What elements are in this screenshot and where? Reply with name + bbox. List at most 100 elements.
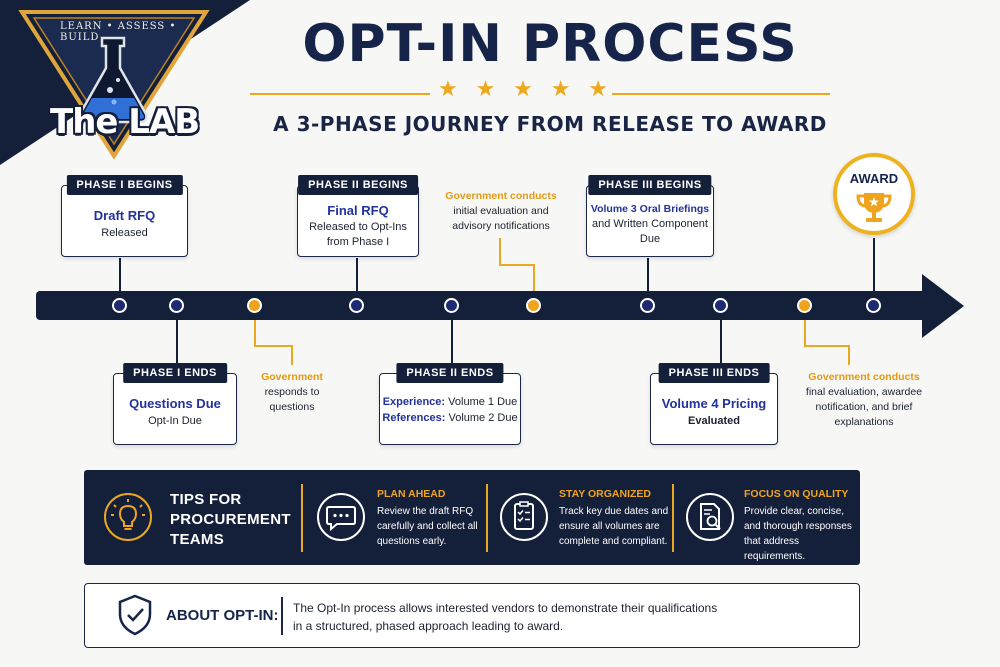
card-phase2-begins: PHASE II BEGINS Final RFQ Released to Op… — [297, 175, 419, 257]
about-divider — [281, 597, 283, 635]
card-phase3-begins: PHASE III BEGINS Volume 3 Oral Briefings… — [586, 175, 714, 257]
card-sub-text: Released — [101, 227, 148, 239]
tips-title-line: TIPS FOR — [170, 491, 242, 508]
page-subtitle: A 3-PHASE JOURNEY FROM RELEASE TO AWARD — [273, 112, 827, 136]
tip-heading: PLAN AHEAD — [377, 488, 446, 500]
connector-phase3-begins — [647, 258, 649, 298]
connector-gov-initial-v2 — [533, 264, 535, 298]
tips-title: TIPS FOR PROCUREMENT TEAMS — [170, 490, 300, 550]
annotation-heading: Government — [261, 371, 323, 383]
timeline-node-phase3-begins — [640, 298, 655, 313]
logo-wordmark: The LAB — [50, 102, 200, 142]
annotation-gov-responds: Government responds to questions — [250, 370, 334, 415]
chat-bubble-icon — [317, 493, 365, 541]
about-panel: ABOUT OPT-IN: The Opt-In process allows … — [84, 583, 860, 648]
card-main-text: Final RFQ — [327, 203, 389, 218]
tip-heading: STAY ORGANIZED — [559, 488, 651, 500]
timeline-node-phase2-begins — [349, 298, 364, 313]
shield-check-icon — [118, 594, 152, 636]
about-line: in a structured, phased approach leading… — [293, 619, 564, 633]
annotation-gov-initial: Government conducts initial evaluation a… — [436, 189, 566, 234]
card-header: PHASE I ENDS — [123, 363, 227, 383]
tips-panel: TIPS FOR PROCUREMENT TEAMS PLAN AHEAD Re… — [84, 470, 860, 565]
tip-line: ensure all volumes are — [559, 521, 660, 532]
annotation-line: responds to — [264, 386, 320, 398]
tip-line: Provide clear, concise, — [744, 506, 845, 517]
card-phase2-ends: PHASE II ENDS Experience: Volume 1 Due R… — [379, 363, 521, 445]
connector-gov-responds-h — [254, 345, 292, 347]
timeline-node-gov-responds — [247, 298, 262, 313]
document-search-icon — [686, 493, 734, 541]
star-icon: ★ — [588, 76, 608, 101]
card-main-text: Questions Due — [129, 396, 221, 411]
timeline-node-phase1-begins — [112, 298, 127, 313]
card-sub-text: Due — [639, 233, 661, 245]
tips-title-line: PROCUREMENT — [170, 511, 291, 528]
star-row: ★ ★ ★ ★ ★ — [438, 78, 608, 100]
card-sub-text: Evaluated — [688, 415, 740, 427]
tips-divider — [301, 484, 303, 552]
card-row-label: Experience: — [382, 396, 446, 408]
tip-line: carefully and collect all — [377, 521, 478, 532]
card-sub-text: Released to Opt-Ins — [309, 221, 407, 233]
annotation-line: initial evaluation and — [453, 205, 549, 217]
about-text: The Opt-In process allows interested ven… — [293, 599, 763, 635]
tip-line: complete and compliant. — [559, 536, 668, 547]
timeline-node-phase2-ends — [444, 298, 459, 313]
trophy-icon — [856, 193, 892, 222]
connector-award — [873, 238, 875, 298]
timeline-bar — [36, 291, 931, 320]
tips-divider — [672, 484, 674, 552]
card-main-text: Volume 4 Pricing — [661, 396, 767, 411]
timeline-node-phase3-ends — [713, 298, 728, 313]
card-header: PHASE I BEGINS — [66, 175, 183, 195]
timeline-arrowhead — [922, 274, 964, 338]
connector-phase2-begins — [356, 258, 358, 298]
the-lab-logo: LEARN • ASSESS • BUILD The LAB — [14, 6, 214, 161]
checklist-icon — [500, 493, 548, 541]
award-badge: AWARD — [833, 153, 915, 235]
card-sub-text: from Phase I — [326, 236, 390, 248]
page-title: OPT-IN PROCESS — [302, 14, 798, 74]
card-phase1-ends: PHASE I ENDS Questions Due Opt-In Due — [113, 363, 237, 445]
card-main-text: Volume 3 Oral Briefings — [590, 203, 710, 215]
annotation-line: explanations — [834, 416, 894, 428]
connector-gov-initial — [499, 238, 501, 265]
connector-gov-initial-h — [499, 264, 534, 266]
tip-body: Track key due dates and ensure all volum… — [559, 504, 674, 549]
tip-line: questions early. — [377, 536, 447, 547]
star-icon: ★ — [475, 76, 496, 101]
tip-line: that address requirements. — [744, 536, 806, 562]
connector-gov-responds — [254, 312, 256, 346]
tips-title-line: TEAMS — [170, 531, 224, 548]
logo-tagline: LEARN • ASSESS • BUILD — [60, 21, 177, 43]
connector-phase2-ends — [451, 312, 453, 364]
connector-gov-final — [804, 312, 806, 346]
card-row-label: References: — [382, 412, 446, 424]
star-icon: ★ — [438, 76, 458, 101]
connector-phase1-ends — [176, 312, 178, 364]
card-header: PHASE III ENDS — [658, 363, 770, 383]
about-title: ABOUT OPT-IN: — [166, 607, 279, 624]
annotation-line: notification, and brief — [815, 401, 913, 413]
tips-divider — [486, 484, 488, 552]
card-row-references: References: Volume 2 Due — [380, 411, 520, 426]
card-main-text: Draft RFQ — [93, 208, 156, 223]
annotation-line: final evaluation, awardee — [805, 386, 923, 398]
lightbulb-icon — [104, 493, 152, 541]
card-sub-text: Opt-In Due — [148, 415, 202, 427]
star-icon: ★ — [513, 76, 533, 101]
annotation-heading: Government conducts — [445, 190, 557, 202]
tip-line: Review the draft RFQ — [377, 506, 474, 517]
annotation-gov-final: Government conducts final evaluation, aw… — [796, 370, 932, 430]
card-row-value: Volume 2 Due — [448, 412, 518, 424]
annotation-line: questions — [269, 401, 315, 413]
annotation-line: advisory notifications — [452, 220, 550, 232]
timeline-node-gov-final — [797, 298, 812, 313]
tip-body: Review the draft RFQ carefully and colle… — [377, 504, 487, 549]
card-row-experience: Experience: Volume 1 Due — [380, 395, 520, 410]
connector-phase3-ends — [720, 312, 722, 364]
tip-line: Track key due dates and — [559, 506, 669, 517]
timeline-node-award — [866, 298, 881, 313]
title-rule-right — [612, 93, 830, 95]
